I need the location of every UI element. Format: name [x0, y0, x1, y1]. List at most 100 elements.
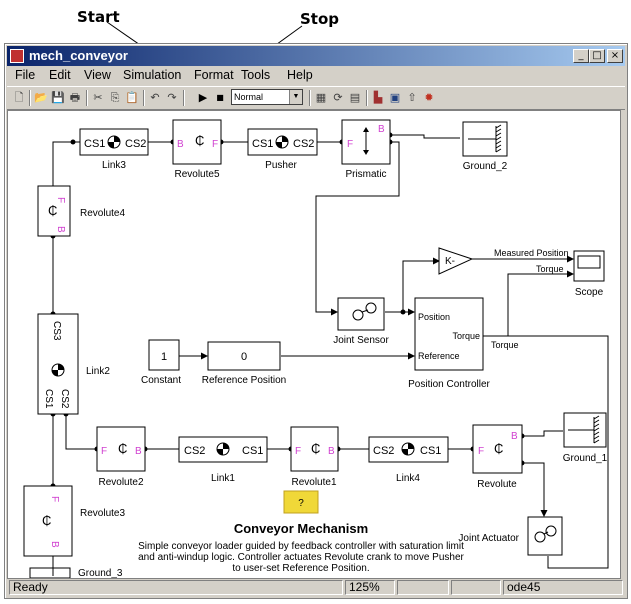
svg-text:Torque: Torque [452, 331, 480, 341]
svg-text:CS1: CS1 [43, 389, 54, 409]
conveyor-mechanism-title: Conveyor Mechanism [234, 521, 368, 536]
simulation-mode-select[interactable]: Normal ▼ [231, 89, 303, 105]
revolute3-block[interactable]: F ₵ B Revolute3 [23, 485, 125, 557]
svg-text:CS3: CS3 [51, 321, 62, 341]
svg-text:F: F [295, 446, 301, 457]
build-icon[interactable]: ▦ [315, 91, 327, 104]
svg-text:Link4: Link4 [396, 473, 420, 484]
stop-simulation-icon[interactable]: ■ [216, 93, 224, 102]
constant-block[interactable]: 1 Constant [141, 339, 181, 386]
stop-callout: Stop [300, 10, 340, 28]
svg-text:B: B [135, 446, 142, 457]
menu-view[interactable]: View [84, 68, 111, 82]
link3-block[interactable]: CS1 CS2 Link3 [79, 128, 149, 171]
svg-text:CS1: CS1 [242, 445, 263, 457]
torque-output-label: Torque [491, 340, 519, 350]
go-to-parent-icon[interactable]: ⇧ [407, 91, 417, 104]
link4-block[interactable]: CS2 CS1 Link4 [368, 436, 449, 484]
revolute4-block[interactable]: F ₵ B Revolute4 [37, 185, 125, 237]
open-icon[interactable]: 📂 [34, 91, 48, 104]
svg-text:Constant: Constant [141, 375, 181, 386]
revolute2-block[interactable]: F ₵ B Revolute2 [96, 426, 146, 488]
svg-text:CS2: CS2 [125, 138, 146, 150]
position-controller-block[interactable]: Position Reference Torque Position Contr… [408, 297, 491, 390]
simulation-mode-value: Normal [234, 92, 264, 102]
revolute5-block[interactable]: B ₵ F Revolute5 [172, 119, 222, 180]
prismatic-block[interactable]: F B Prismatic [341, 119, 391, 180]
svg-text:Ground_2: Ground_2 [463, 161, 508, 172]
new-model-icon[interactable]: 🗋 [14, 91, 24, 104]
pusher-block[interactable]: CS1 CS2 Pusher [247, 128, 318, 171]
cut-icon[interactable]: ✂ [93, 91, 103, 104]
redo-icon[interactable]: ↷ [167, 91, 177, 104]
svg-text:Revolute3: Revolute3 [80, 508, 125, 519]
link2-block[interactable]: CS3 CS1 CS2 Link2 [37, 313, 110, 415]
menu-help[interactable]: Help [287, 68, 313, 82]
svg-text:F: F [478, 446, 484, 457]
revolute1-block[interactable]: F ₵ B Revolute1 [290, 426, 339, 488]
svg-text:CS2: CS2 [373, 445, 394, 457]
undo-icon[interactable]: ↶ [150, 91, 160, 104]
svg-text:Reference Position: Reference Position [202, 375, 287, 386]
start-callout: Start [77, 8, 120, 26]
debug-icon[interactable]: ▤ [349, 91, 361, 104]
maximize-button[interactable]: □ [589, 49, 605, 63]
start-simulation-icon[interactable]: ▶ [198, 91, 208, 104]
status-solver: ode45 [503, 580, 623, 595]
menu-tools[interactable]: Tools [241, 68, 271, 82]
joint-actuator-block[interactable]: Joint Actuator [458, 516, 563, 556]
link1-block[interactable]: CS2 CS1 Link1 [178, 436, 268, 484]
svg-text:Prismatic: Prismatic [345, 169, 386, 180]
print-icon[interactable]: 🖶 [69, 91, 81, 104]
save-icon[interactable]: 💾 [51, 91, 65, 104]
toolbar: 🗋 📂 💾 🖶 ✂ ⎘ 📋 ↶ ↷ ▶ ■ Normal ▼ ▦ ⟳ ▤ ▙ ▣… [7, 86, 625, 110]
info-button[interactable]: ? [283, 490, 319, 514]
debugger-icon[interactable]: ✹ [424, 91, 434, 104]
svg-text:Link1: Link1 [211, 473, 235, 484]
close-button[interactable]: × [607, 49, 623, 63]
svg-text:Revolute2: Revolute2 [98, 477, 143, 488]
gain-block[interactable]: K- [438, 247, 474, 275]
status-zoom: 125% [345, 580, 395, 595]
menu-format[interactable]: Format [194, 68, 234, 82]
ground2-block[interactable]: Ground_2 [462, 121, 508, 172]
menu-file[interactable]: File [15, 68, 36, 82]
svg-text:₵: ₵ [195, 133, 204, 148]
scope-block[interactable]: Scope [573, 250, 605, 298]
joint-sensor-block[interactable]: Joint Sensor [333, 297, 389, 346]
measured-position-label: Measured Position [494, 248, 569, 258]
svg-text:F: F [347, 139, 353, 150]
chevron-down-icon[interactable]: ▼ [289, 90, 302, 104]
ground3-block[interactable]: Ground_3 [29, 567, 123, 578]
status-ready: Ready [9, 580, 343, 595]
status-bar: Ready 125% ode45 [7, 580, 625, 596]
paste-icon[interactable]: 📋 [125, 91, 139, 104]
menu-simulation[interactable]: Simulation [123, 68, 182, 82]
svg-text:CS2: CS2 [184, 445, 205, 457]
copy-icon[interactable]: ⎘ [110, 91, 120, 104]
model-canvas[interactable]: CS1 CS2 Link3 B ₵ F Revolute5 CS1 CS2 Pu… [7, 110, 621, 579]
svg-text:Revolute5: Revolute5 [174, 169, 219, 180]
status-empty-2 [451, 580, 501, 595]
description-line-1: Simple conveyor loader guided by feedbac… [138, 541, 464, 552]
svg-text:Revolute1: Revolute1 [291, 477, 336, 488]
minimize-button[interactable]: _ [573, 49, 589, 63]
svg-text:Position Controller: Position Controller [408, 379, 490, 390]
svg-text:F: F [55, 197, 66, 203]
scope-torque-label: Torque [536, 264, 564, 274]
model-explorer-icon[interactable]: ▣ [389, 91, 401, 104]
description-line-3: to user-set Reference Position. [232, 563, 369, 574]
ground1-block[interactable]: Ground_1 [563, 412, 608, 464]
title-bar[interactable]: mech_conveyor _ □ × [7, 46, 625, 66]
svg-text:F: F [212, 139, 218, 150]
svg-text:B: B [378, 124, 385, 135]
library-browser-icon[interactable]: ▙ [373, 91, 383, 104]
update-diagram-icon[interactable]: ⟳ [333, 91, 343, 104]
menu-edit[interactable]: Edit [49, 68, 71, 82]
revolute-block[interactable]: F ₵ B Revolute [472, 424, 523, 490]
svg-text:Revolute: Revolute [477, 479, 517, 490]
svg-text:Revolute4: Revolute4 [80, 208, 125, 219]
svg-text:Joint Actuator: Joint Actuator [458, 533, 519, 544]
svg-text:₵: ₵ [48, 203, 57, 218]
reference-position-block[interactable]: 0 Reference Position [202, 341, 287, 386]
